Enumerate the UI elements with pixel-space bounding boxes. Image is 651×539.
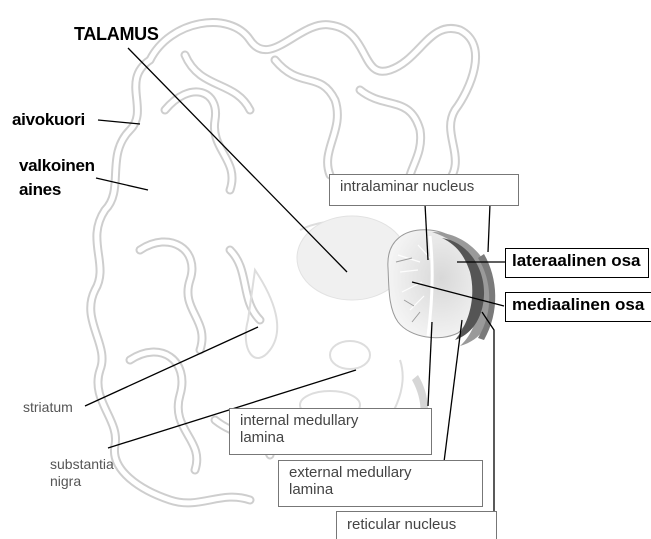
- label-substantia-nigra-line2: nigra: [50, 473, 81, 489]
- label-valkoinen-aines-line1: valkoinen: [19, 156, 95, 176]
- box-external-text-line2: lamina: [289, 482, 472, 499]
- box-intralaminar-text: intralaminar nucleus: [340, 178, 474, 195]
- box-mediaalinen-text: mediaalinen osa: [512, 295, 644, 314]
- box-lateraalinen-text: lateraalinen osa: [512, 251, 641, 270]
- label-striatum: striatum: [23, 399, 73, 415]
- leader-striatum: [85, 327, 258, 406]
- box-lateraalinen-osa: lateraalinen osa: [505, 248, 649, 278]
- box-internal-text-line1: internal medullary: [240, 413, 421, 430]
- label-talamus: TALAMUS: [74, 24, 159, 45]
- leader-valkoinen-aines: [96, 178, 148, 190]
- box-external-medullary-lamina: external medullary lamina: [278, 460, 483, 507]
- box-internal-medullary-lamina: internal medullary lamina: [229, 408, 432, 455]
- box-reticular-nucleus: reticular nucleus: [336, 511, 497, 539]
- leader-reticular: [482, 312, 494, 512]
- label-substantia-nigra-line1: substantia: [50, 456, 114, 472]
- label-valkoinen-aines-line2: aines: [19, 180, 61, 200]
- box-mediaalinen-osa: mediaalinen osa: [505, 292, 651, 322]
- box-reticular-text: reticular nucleus: [347, 516, 456, 533]
- box-internal-text-line2: lamina: [240, 430, 421, 447]
- box-intralaminar-nucleus: intralaminar nucleus: [329, 174, 519, 206]
- label-aivokuori: aivokuori: [12, 110, 85, 130]
- thalamus-structure: [297, 216, 495, 346]
- leader-external-medullary: [444, 320, 462, 462]
- box-external-text-line1: external medullary: [289, 465, 472, 482]
- leader-intralaminar-tail: [488, 204, 490, 252]
